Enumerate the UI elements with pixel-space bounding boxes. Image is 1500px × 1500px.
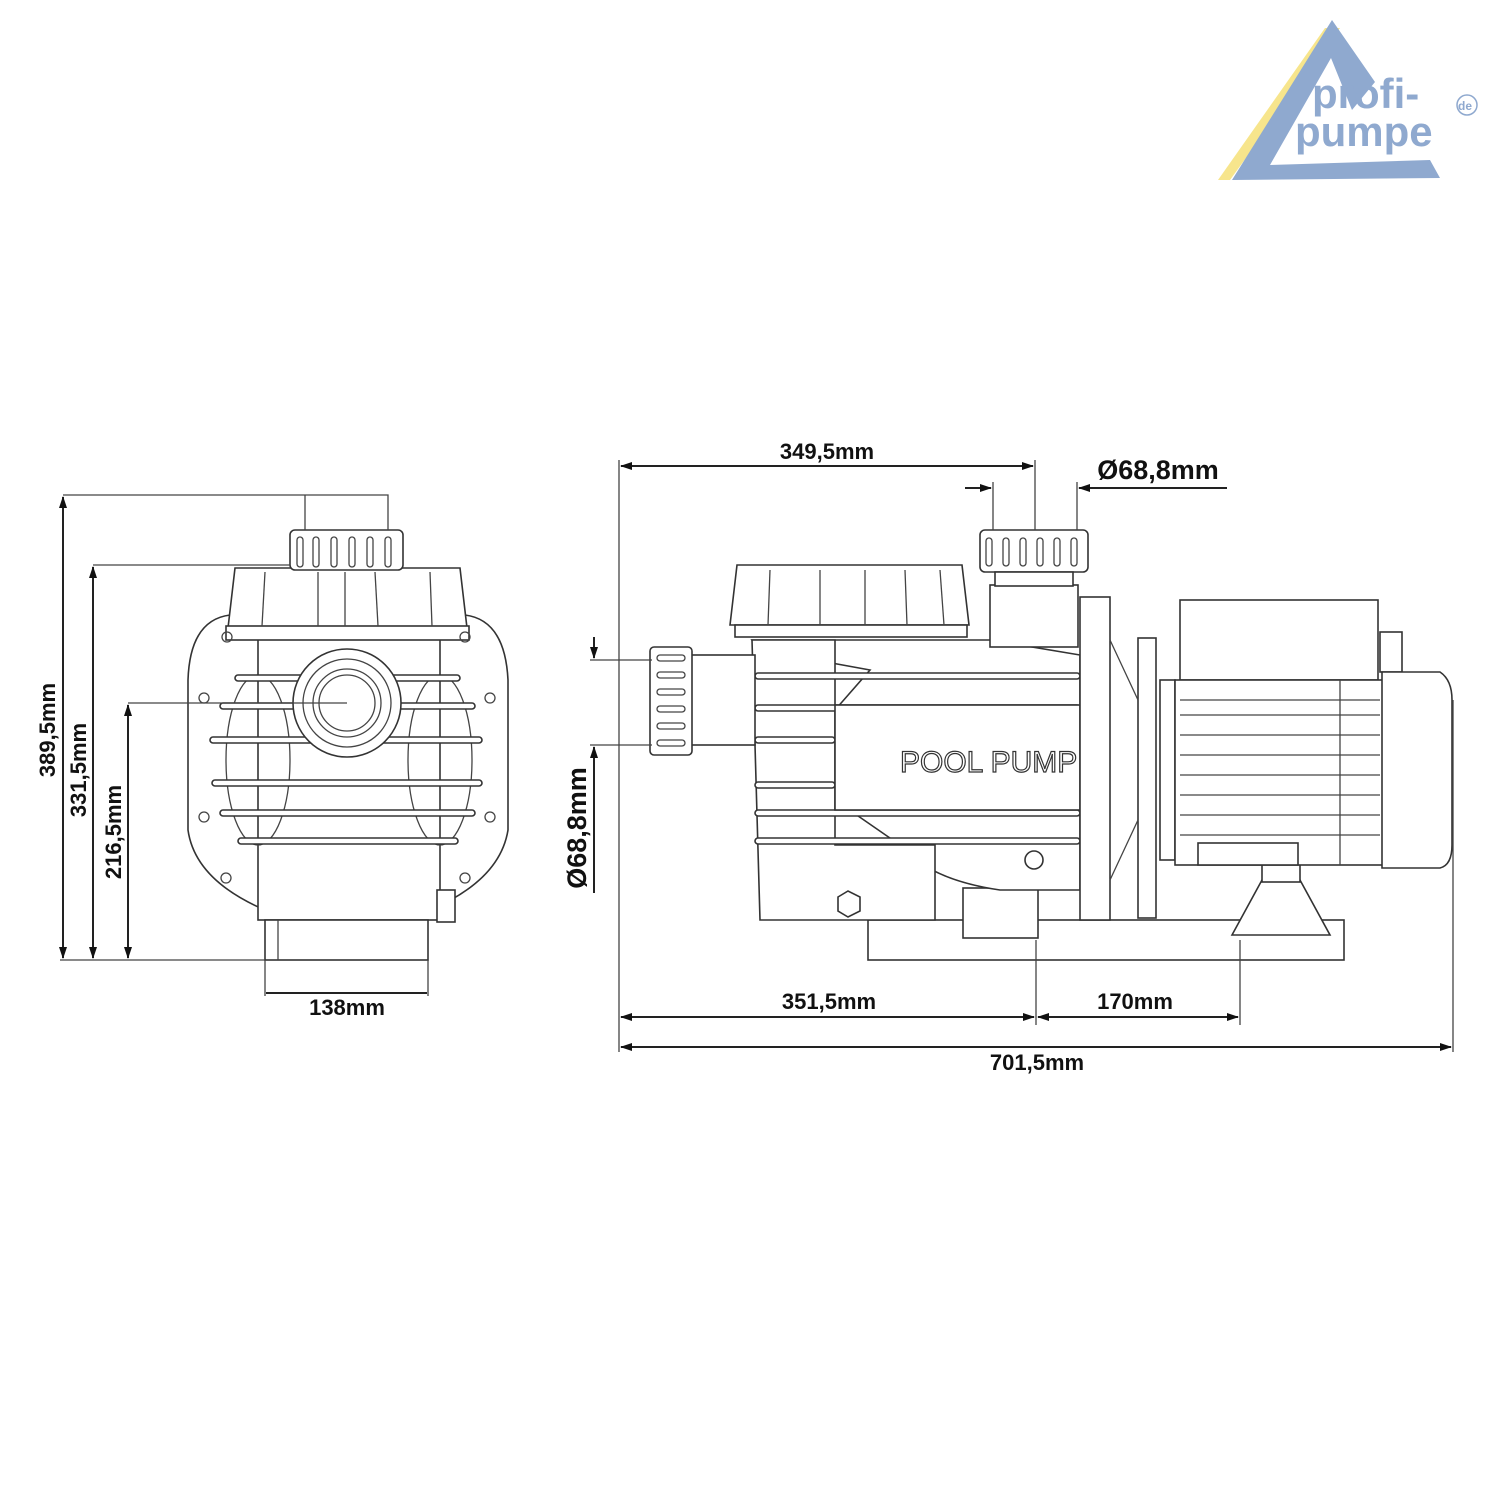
dim-total-length: 701,5mm [990, 1050, 1084, 1075]
brand-logo: profi- pumpe de [1218, 20, 1478, 180]
logo-text-pumpe: pumpe [1295, 108, 1433, 155]
dim-outlet-position: 349,5mm [780, 439, 874, 464]
dim-height-inlet: 216,5mm [101, 785, 126, 879]
front-dimensions: 389,5mm 331,5mm 216,5mm 138mm [35, 494, 429, 1020]
dim-base-width: 138mm [309, 995, 385, 1020]
side-dimensions: 349,5mm Ø68,8mm Ø68,8mm 351,5mm 170mm 70… [562, 439, 1454, 1075]
logo-text-profi: profi- [1312, 70, 1419, 117]
front-view-pump [187, 529, 509, 961]
pool-pump-label: POOL PUMP [900, 746, 1077, 779]
dim-height-total: 389,5mm [35, 683, 60, 777]
side-view-pump: POOL PUMP [649, 529, 1453, 961]
logo-badge-de: de [1458, 99, 1472, 113]
dim-inlet-diameter: Ø68,8mm [562, 767, 592, 889]
dim-height-cover: 331,5mm [66, 723, 91, 817]
dim-foot-span: 170mm [1097, 989, 1173, 1014]
dim-outlet-diameter: Ø68,8mm [1097, 455, 1219, 485]
dim-foot-front: 351,5mm [782, 989, 876, 1014]
